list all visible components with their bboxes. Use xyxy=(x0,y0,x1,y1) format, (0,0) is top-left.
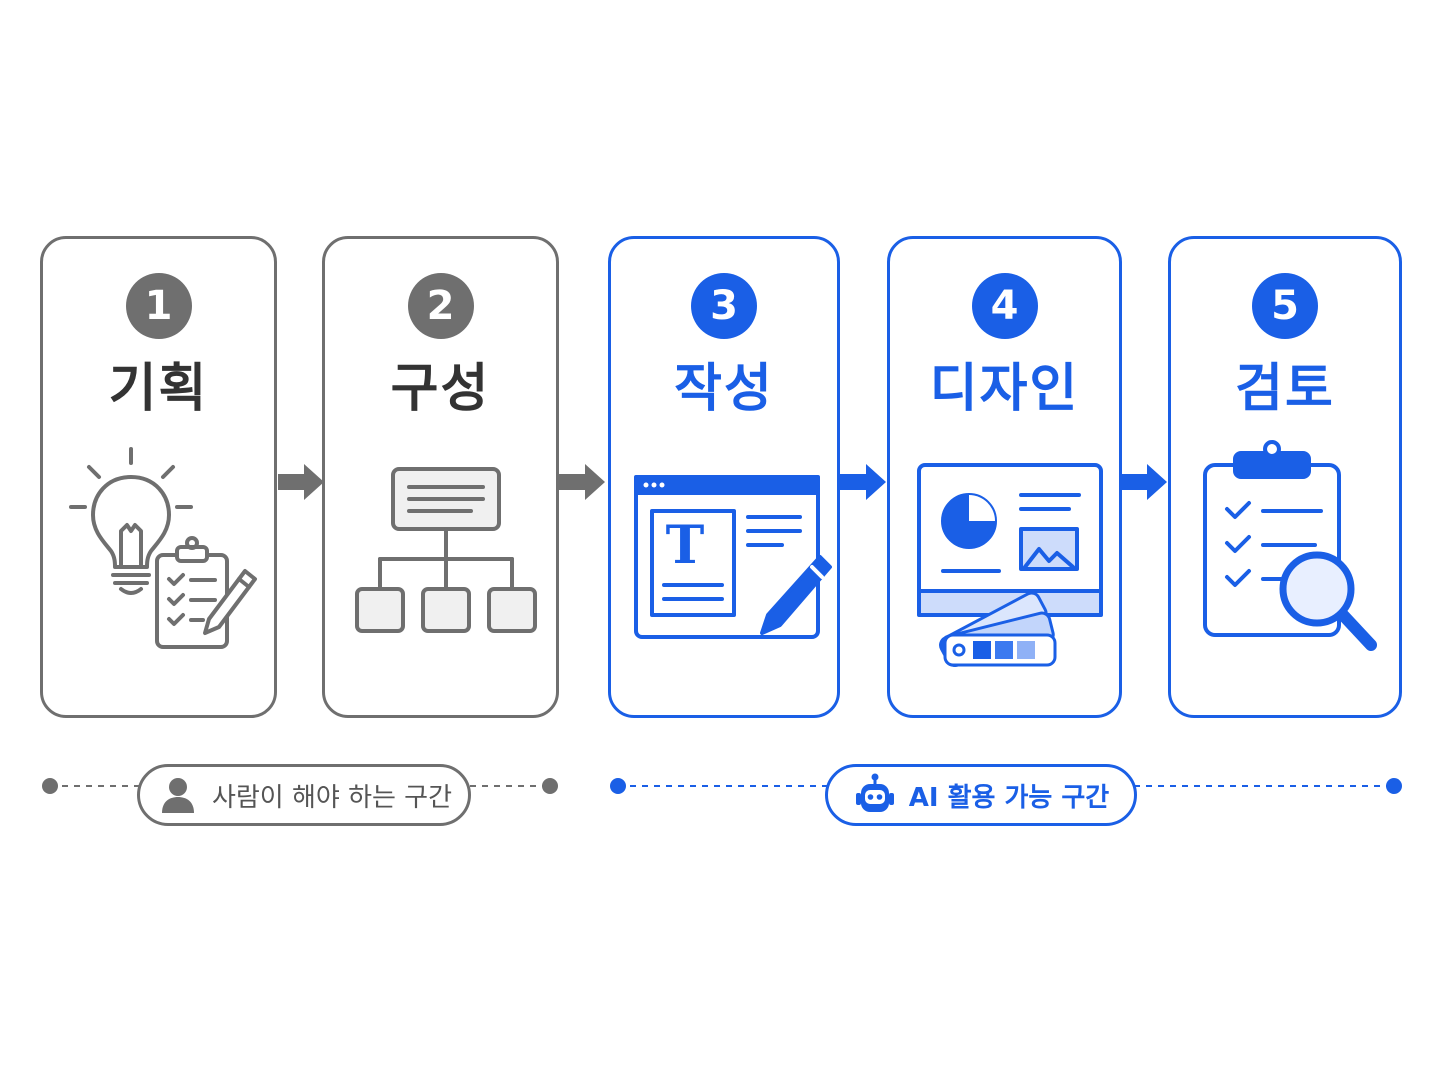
step-card-structure: 2 구성 xyxy=(322,236,559,718)
step-title: 디자인 xyxy=(929,359,1080,419)
flow-arrow xyxy=(278,464,324,500)
human-segment-line xyxy=(42,778,558,794)
person-icon xyxy=(161,778,194,813)
human-segment-text: 사람이 해야 하는 구간 xyxy=(211,782,453,813)
step-title: 작성 xyxy=(674,359,774,419)
clipboard-magnifier-icon xyxy=(1203,440,1377,651)
step-card-writing: 3 작성 T xyxy=(608,236,840,718)
step-title: 구성 xyxy=(390,359,491,419)
step-number-badge: 4 xyxy=(971,273,1038,339)
flow-arrow xyxy=(1121,464,1167,500)
svg-text:T: T xyxy=(666,515,705,576)
step-title: 검토 xyxy=(1235,359,1335,419)
human-segment-label: 사람이 해야 하는 구간 xyxy=(137,764,471,826)
lightbulb-checklist-icon xyxy=(68,447,257,649)
structure-tree-icon xyxy=(354,467,537,633)
ai-segment-label: AI 활용 가능 구간 xyxy=(825,764,1137,826)
ai-segment-text: AI 활용 가능 구간 xyxy=(908,782,1110,813)
robot-icon xyxy=(855,773,894,812)
monitor-palette-icon xyxy=(916,463,1103,667)
step-title: 기획 xyxy=(108,359,209,419)
step-number-badge: 5 xyxy=(1252,273,1318,339)
step-number-badge: 2 xyxy=(407,273,474,339)
text-editor-pencil-icon: T xyxy=(634,475,832,639)
step-number-badge: 1 xyxy=(125,273,192,339)
flow-arrow xyxy=(559,464,605,500)
step-card-design: 4 디자인 xyxy=(887,236,1122,718)
step-card-review: 5 검토 xyxy=(1168,236,1402,718)
flow-arrow xyxy=(840,464,886,500)
step-number-badge: 3 xyxy=(691,273,757,339)
step-card-planning: 1 기획 xyxy=(40,236,277,718)
